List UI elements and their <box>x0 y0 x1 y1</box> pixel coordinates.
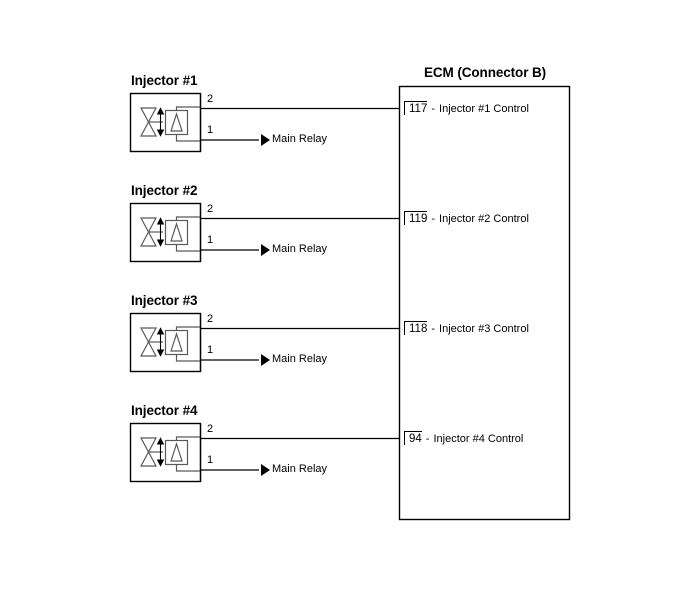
arrowhead-main-relay-3 <box>261 354 270 366</box>
ecm-pin-number-1: 117 <box>404 101 428 115</box>
terminal-label-2-bottom: 1 <box>207 234 214 246</box>
injector-title-2: Injector #2 <box>131 183 198 198</box>
ecm-pin-number-3: 118 <box>404 321 428 335</box>
ecm-pin-separator-4: - <box>425 433 430 445</box>
actuator-arrows-3 <box>156 327 165 357</box>
injector-group-2 <box>129 202 400 263</box>
ecm-box <box>398 85 571 521</box>
injector-internal-wires-4 <box>175 436 201 472</box>
ecm-pin-row-3: 118 - Injector #3 Control <box>404 321 529 335</box>
injector-internal-wires-3 <box>175 326 201 362</box>
ecm-pin-description-2: Injector #2 Control <box>439 213 529 225</box>
ecm-pin-description-1: Injector #1 Control <box>439 103 529 115</box>
injector-group-3 <box>129 312 400 373</box>
ecm-pin-separator-3: - <box>431 323 436 335</box>
injector-title-1: Injector #1 <box>131 73 198 88</box>
ecm-pin-row-2: 119 - Injector #2 Control <box>404 211 529 225</box>
main-relay-label-1: Main Relay <box>272 133 328 145</box>
terminal-label-3-top: 2 <box>207 313 214 325</box>
main-relay-label-2: Main Relay <box>272 243 328 255</box>
main-relay-label-3: Main Relay <box>272 353 328 365</box>
terminal-label-2-top: 2 <box>207 203 214 215</box>
injector-title-4: Injector #4 <box>131 403 198 418</box>
injector-group-4 <box>129 422 400 483</box>
terminal-label-4-top: 2 <box>207 423 214 435</box>
arrowhead-main-relay-4 <box>261 464 270 476</box>
actuator-arrows-4 <box>156 437 165 467</box>
injector-group-1 <box>129 92 400 153</box>
ecm-pin-separator-2: - <box>431 213 436 225</box>
coil-diode-symbol-2 <box>164 219 189 246</box>
ecm-pin-separator-1: - <box>431 103 436 115</box>
coil-diode-symbol-4 <box>164 439 189 466</box>
ecm-pin-row-1: 117 - Injector #1 Control <box>404 101 529 115</box>
arrowhead-main-relay-2 <box>261 244 270 256</box>
coil-diode-symbol-1 <box>164 109 189 136</box>
injector-internal-wires-2 <box>175 216 201 252</box>
ecm-pin-number-4: 94 <box>404 431 422 445</box>
terminal-label-4-bottom: 1 <box>207 454 214 466</box>
ecm-pin-description-4: Injector #4 Control <box>433 433 524 445</box>
injector-internal-wires-1 <box>175 106 201 142</box>
arrowhead-main-relay-1 <box>261 134 270 146</box>
ecm-title: ECM (Connector B) <box>424 65 547 80</box>
terminal-label-1-top: 2 <box>207 93 214 105</box>
ecm-pin-description-3: Injector #3 Control <box>439 323 529 335</box>
ecm-pin-row-4: 94 - Injector #4 Control <box>404 431 523 445</box>
coil-diode-symbol-3 <box>164 329 189 356</box>
injector-title-3: Injector #3 <box>131 293 198 308</box>
actuator-arrows-1 <box>156 107 165 137</box>
terminal-label-3-bottom: 1 <box>207 344 214 356</box>
actuator-arrows-2 <box>156 217 165 247</box>
terminal-label-1-bottom: 1 <box>207 124 214 136</box>
main-relay-label-4: Main Relay <box>272 463 328 475</box>
ecm-pin-number-2: 119 <box>404 211 428 225</box>
